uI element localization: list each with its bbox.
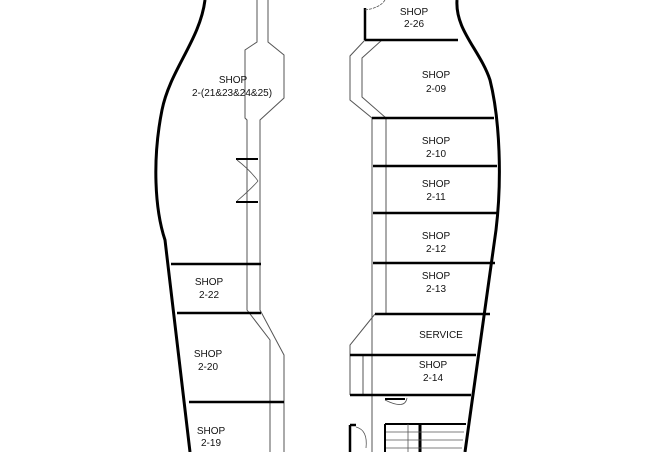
shop-label-2-21-25[interactable]: SHOP 2-(21&23&24&25) [192, 75, 272, 99]
outer-wall-left [154, 0, 207, 452]
corridor-wall-left-inner [259, 0, 285, 452]
svg-text:SHOP: SHOP [400, 7, 429, 18]
svg-text:SHOP: SHOP [419, 360, 448, 371]
corridor-wall-right-inner [361, 39, 387, 314]
svg-text:SHOP: SHOP [422, 179, 451, 190]
shop-label-2-14[interactable]: SHOP 2-14 [419, 360, 448, 384]
svg-text:2-(21&23&24&25): 2-(21&23&24&25) [192, 88, 272, 99]
svg-text:SHOP: SHOP [219, 75, 248, 86]
shop-label-2-09[interactable]: SHOP 2-09 [422, 70, 451, 95]
shop-label-2-12[interactable]: SHOP 2-12 [422, 231, 451, 255]
door-left[interactable] [236, 158, 259, 203]
corridor-wall-right-lower [349, 313, 376, 395]
svg-text:2-12: 2-12 [426, 244, 446, 255]
shop-label-2-11[interactable]: SHOP 2-11 [422, 179, 451, 203]
partitions-left [171, 262, 284, 404]
svg-text:SHOP: SHOP [422, 70, 451, 81]
stairs [348, 397, 466, 452]
svg-text:SHOP: SHOP [422, 231, 451, 242]
outer-wall-right [455, 0, 501, 452]
svg-text:2-19: 2-19 [201, 438, 221, 449]
svg-text:SHOP: SHOP [422, 136, 451, 147]
svg-text:SERVICE: SERVICE [419, 330, 463, 341]
svg-text:2-13: 2-13 [426, 284, 446, 295]
service-label[interactable]: SERVICE [419, 330, 463, 341]
svg-text:2-09: 2-09 [426, 84, 446, 95]
svg-text:2-11: 2-11 [426, 192, 446, 203]
svg-text:2-22: 2-22 [199, 290, 219, 301]
svg-text:2-14: 2-14 [423, 373, 443, 384]
shop-label-2-20[interactable]: SHOP 2-20 [194, 349, 223, 373]
svg-text:SHOP: SHOP [422, 271, 451, 282]
svg-text:SHOP: SHOP [194, 349, 223, 360]
svg-text:2-10: 2-10 [426, 149, 446, 160]
svg-text:SHOP: SHOP [195, 277, 224, 288]
svg-text:SHOP: SHOP [197, 426, 226, 437]
corridor-wall-left-outer [244, 0, 271, 452]
shop-label-2-22[interactable]: SHOP 2-22 [195, 277, 224, 301]
shop-label-2-10[interactable]: SHOP 2-10 [422, 136, 451, 160]
svg-text:2-20: 2-20 [198, 362, 218, 373]
shop-label-2-13[interactable]: SHOP 2-13 [422, 271, 451, 295]
partitions-right [350, 8, 498, 397]
svg-text:2-26: 2-26 [404, 19, 424, 30]
corridor-wall-right-outer [349, 39, 373, 452]
door-2-26[interactable] [364, 0, 386, 11]
